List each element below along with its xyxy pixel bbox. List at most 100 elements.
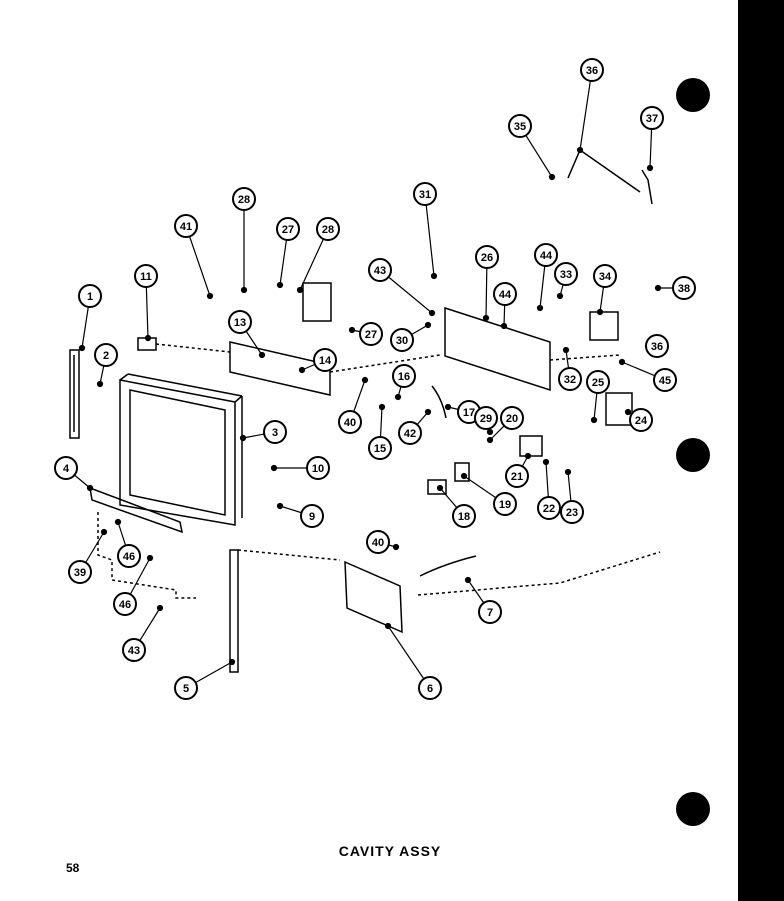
callout-number: 37 [646,113,658,125]
part-point [646,164,654,172]
part-34-block [589,311,619,341]
callout-number: 21 [511,471,523,483]
callout-leader-line [579,69,593,151]
callout-33: 33 [554,262,578,286]
part-24-bracket [605,392,633,426]
callout-circle [558,367,582,391]
callout-number: 32 [564,374,576,386]
part-18-clip [427,479,447,495]
callout-43: 43 [122,638,146,662]
diagram-caption: CAVITY ASSY [338,843,442,859]
callout-circle [392,364,416,388]
callout-leader-line [424,193,435,277]
callout-circle [418,676,442,700]
callout-circle [653,368,677,392]
callout-10: 10 [306,456,330,480]
callout-circle [359,322,383,346]
part-point [536,304,544,312]
callout-32: 32 [558,367,582,391]
callout-20: 20 [500,406,524,430]
callout-number: 30 [396,335,408,347]
callout-circle [493,282,517,306]
callout-number: 35 [514,121,526,133]
callout-circle [554,262,578,286]
callout-36: 36 [645,334,669,358]
callout-circle [537,496,561,520]
callout-number: 25 [592,377,604,389]
part-1-strip [69,349,80,439]
callout-number: 40 [372,537,384,549]
callout-number: 16 [398,371,410,383]
part-21-bracket [519,435,543,457]
part-point [228,658,236,666]
callout-5: 5 [174,676,198,700]
callout-number: 11 [140,271,152,283]
part-13-plate [229,341,331,396]
callout-number: 13 [234,317,246,329]
callout-43: 43 [368,258,392,282]
callout-7: 7 [478,600,502,624]
part-point [96,380,104,388]
part-point [486,428,494,436]
callout-circle [94,343,118,367]
callout-circle [368,258,392,282]
part-point [428,309,436,317]
part-point [444,403,452,411]
punch-hole [676,438,710,472]
callout-circle [640,106,664,130]
callout-number: 26 [481,252,493,264]
callout-number: 36 [651,341,663,353]
part-point [78,344,86,352]
callout-number: 5 [183,683,189,695]
callout-44: 44 [493,282,517,306]
callout-number: 20 [506,413,518,425]
callout-37: 37 [640,106,664,130]
part-36-handle [567,148,641,193]
part-point [206,292,214,300]
callout-number: 34 [599,271,612,283]
part-point [618,358,626,366]
callout-circle [475,245,499,269]
part-point [276,502,284,510]
callout-22: 22 [537,496,561,520]
part-7-cord [419,555,477,577]
callout-21: 21 [505,464,529,488]
callout-circle [593,264,617,288]
callout-19: 19 [493,492,517,516]
callout-circle [78,284,102,308]
callout-number: 24 [635,415,648,427]
callout-number: 23 [566,507,578,519]
callout-number: 44 [499,289,512,301]
part-point [482,314,490,322]
part-point [270,464,278,472]
callout-6: 6 [418,676,442,700]
part-point [146,554,154,562]
part-point [156,604,164,612]
part-point [361,376,369,384]
part-point [590,416,598,424]
part-point [114,518,122,526]
callout-circle [306,456,330,480]
callout-circle [534,243,558,267]
callout-46: 46 [117,544,141,568]
part-point [392,543,400,551]
callout-29: 29 [474,406,498,430]
part-drawings [69,148,661,673]
part-37-handle [641,169,653,205]
callout-28: 28 [316,217,340,241]
callout-circle [645,334,669,358]
callout-circle [228,310,252,334]
callout-31: 31 [413,182,437,206]
part-3-cavity-frame [119,373,243,526]
callout-number: 33 [560,269,572,281]
callout-3: 3 [263,420,287,444]
callout-number: 10 [312,463,324,475]
part-point [464,576,472,584]
callout-number: 41 [180,221,192,233]
callout-27: 27 [359,322,383,346]
callout-30: 30 [390,328,414,352]
callout-41: 41 [174,214,198,238]
part-point [144,334,152,342]
callout-24: 24 [629,408,653,432]
